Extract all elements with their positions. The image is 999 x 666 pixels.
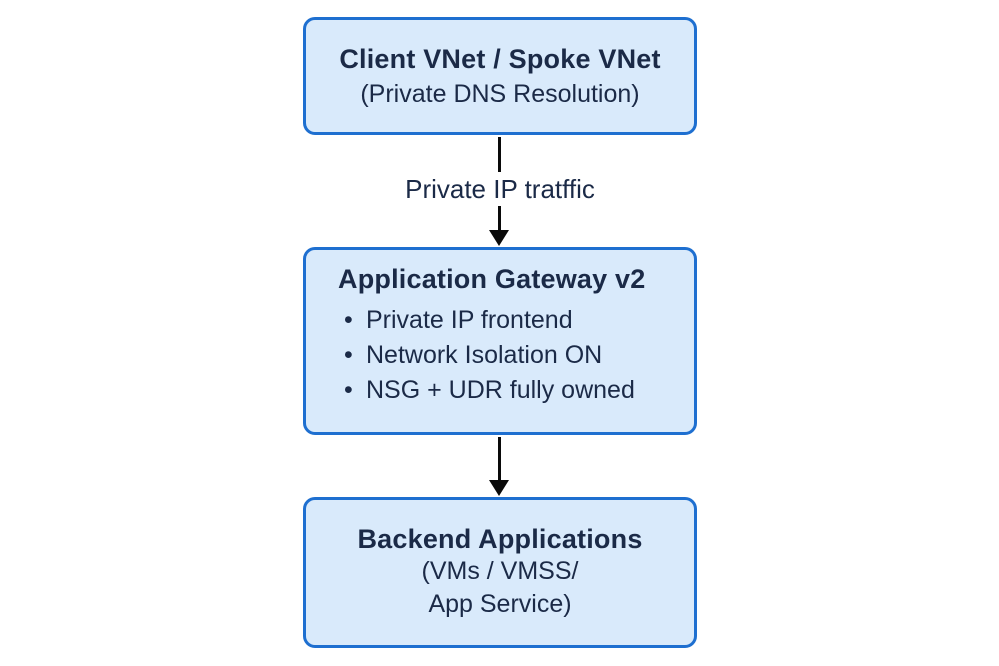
node-backend-applications: Backend Applications (VMs / VMSS/ App Se… <box>303 497 697 648</box>
arrow-client-to-appgw-label: Private IP tratffic <box>399 172 601 206</box>
arrow-appgw-to-backend-line <box>498 437 501 481</box>
node-application-gateway: Application Gateway v2 Private IP fronte… <box>303 247 697 435</box>
feature-nsg-udr: NSG + UDR fully owned <box>338 373 674 408</box>
application-gateway-feature-list: Private IP frontend Network Isolation ON… <box>338 303 674 408</box>
node-application-gateway-title: Application Gateway v2 <box>338 264 646 294</box>
node-backend-applications-title: Backend Applications <box>357 524 643 554</box>
node-client-vnet-title: Client VNet / Spoke VNet <box>339 43 661 74</box>
node-backend-applications-subtitle-line2: App Service) <box>428 590 572 618</box>
feature-network-isolation: Network Isolation ON <box>338 338 674 373</box>
arrow-client-to-appgw-arrowhead-down-icon <box>489 230 509 246</box>
node-backend-applications-subtitle-line1: (VMs / VMSS/ <box>421 557 579 585</box>
node-client-vnet-subtitle: (Private DNS Resolution) <box>360 79 640 108</box>
node-client-vnet: Client VNet / Spoke VNet (Private DNS Re… <box>303 17 697 135</box>
feature-private-ip-frontend: Private IP frontend <box>338 303 674 338</box>
arrow-appgw-to-backend-arrowhead-down-icon <box>489 480 509 496</box>
